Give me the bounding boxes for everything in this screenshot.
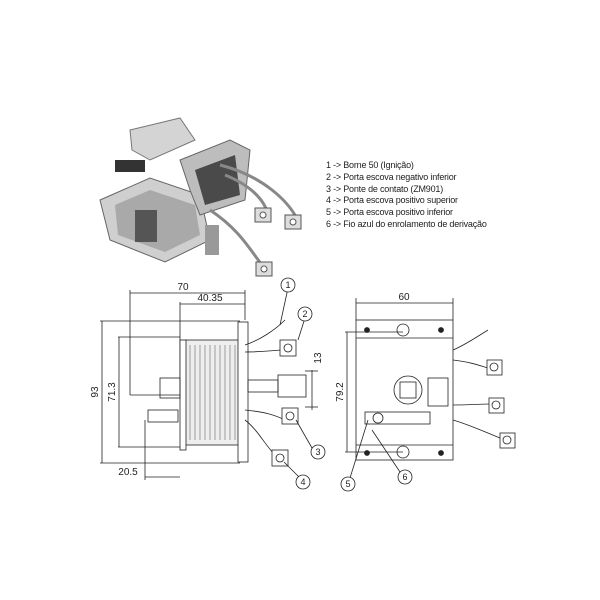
- legend-item: 3 -> Ponte de contato (ZM901): [326, 183, 444, 194]
- dim-overall-length: 70: [177, 282, 189, 293]
- callout-6: 6: [402, 472, 407, 482]
- callout-5: 5: [345, 479, 350, 489]
- product-photo: [99, 117, 302, 277]
- callout-1: 1: [285, 280, 290, 290]
- callout-2: 2: [302, 309, 307, 319]
- callout-3: 3: [315, 447, 320, 457]
- side-view-dimensions: 70 40.35 93 71.3 13 20.5 1 2 3 4: [90, 280, 324, 487]
- legend-item: 6 -> Fio azul do enrolamento de derivaçã…: [326, 218, 487, 229]
- dim-width: 60: [398, 292, 410, 303]
- dim-body-length: 40.35: [197, 293, 222, 304]
- parts-legend: 1 -> Borne 50 (Ignição) 2 -> Porta escov…: [326, 160, 487, 231]
- legend-item: 5 -> Porta escova positivo inferior: [326, 207, 453, 218]
- dim-height-total: 93: [90, 386, 101, 398]
- dim-plunger: 13: [313, 352, 324, 364]
- legend-item: 2 -> Porta escova negativo inferior: [326, 171, 457, 182]
- dim-height-mount: 71.3: [107, 382, 118, 402]
- dim-hole-spacing: 79.2: [335, 382, 346, 402]
- front-view-drawing: [340, 298, 516, 492]
- dim-terminal-offset: 20.5: [118, 467, 138, 478]
- legend-item: 1 -> Borne 50 (Ignição): [326, 160, 414, 170]
- front-view-dimensions: 60 79.2 5 6: [335, 292, 410, 489]
- side-view-drawing: [100, 277, 326, 490]
- legend-item: 4 -> Porta escova positivo superior: [326, 195, 458, 206]
- callout-4: 4: [300, 477, 305, 487]
